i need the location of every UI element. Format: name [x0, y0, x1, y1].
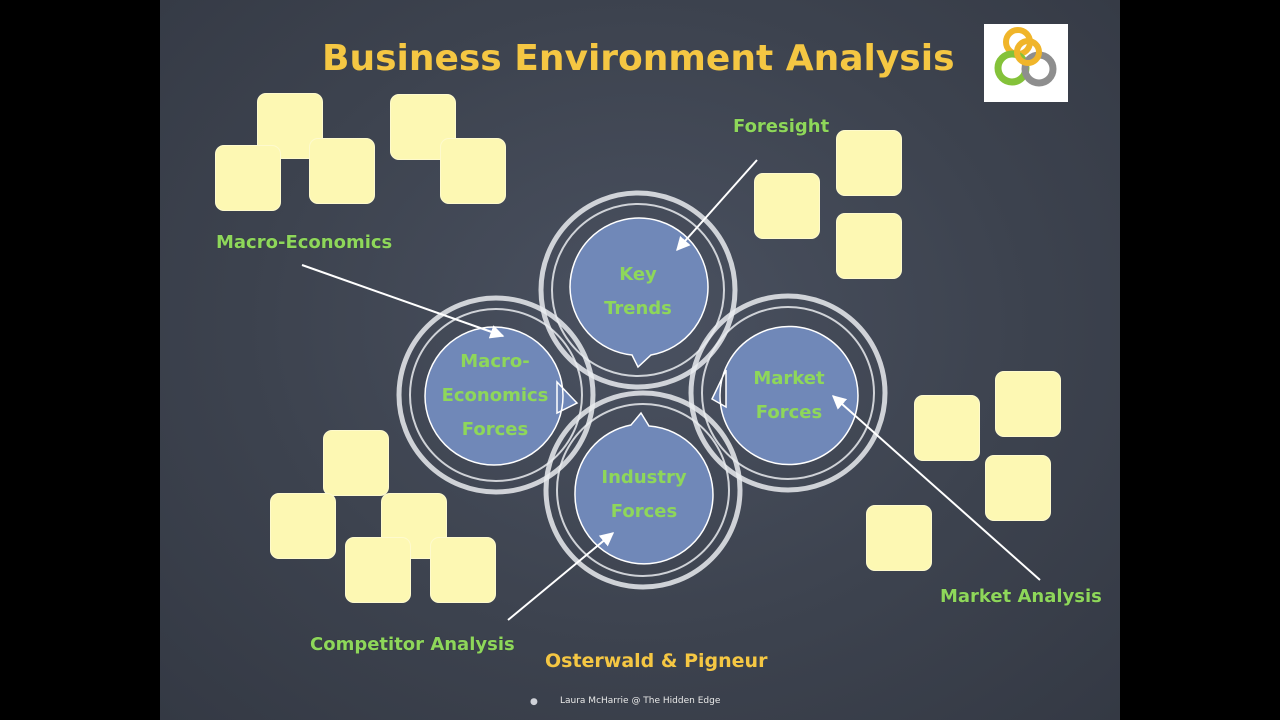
industry-forces-line-1: Industry	[601, 467, 687, 488]
ring-key-trends-outer	[538, 190, 738, 390]
sticky-note	[309, 138, 375, 204]
macro-forces-line-2: Economics	[441, 385, 549, 406]
interlocking-rings-logo	[984, 24, 1068, 102]
sticky-note	[836, 130, 902, 196]
sticky-note	[323, 430, 389, 496]
ring-market-inner	[701, 306, 875, 480]
sticky-note	[866, 505, 932, 571]
macro-forces-label: Macro- Economics Forces	[430, 345, 560, 447]
arrow-foresight	[676, 159, 758, 252]
macro-economics-label: Macro-Economics	[216, 232, 393, 253]
macro-forces-line-1: Macro-	[460, 351, 530, 372]
page-title: Business Environment Analysis	[322, 38, 955, 79]
arrow-competitor	[507, 532, 615, 621]
logo-icon	[994, 27, 1057, 87]
circle-macro-forces	[424, 326, 579, 466]
ring-macro-inner	[409, 308, 583, 482]
ring-industry-inner	[556, 403, 730, 577]
market-analysis-label: Market Analysis	[940, 586, 1102, 607]
key-trends-line-2: Trends	[604, 298, 672, 319]
arrow-macro	[301, 264, 505, 339]
sticky-note	[995, 371, 1061, 437]
sticky-note	[985, 455, 1051, 521]
market-forces-line-2: Forces	[755, 402, 823, 423]
sticky-note	[754, 173, 820, 239]
industry-forces-line-2: Forces	[610, 501, 678, 522]
market-forces-label: Market Forces	[734, 362, 844, 430]
ring-macro-outer	[396, 295, 596, 495]
circle-key-trends	[569, 217, 709, 369]
chalkboard-slide: Key Trends Market Forces Industry Forces…	[160, 0, 1120, 720]
macro-forces-line-3: Forces	[461, 419, 529, 440]
sticky-note	[270, 493, 336, 559]
industry-forces-label: Industry Forces	[589, 461, 699, 529]
source-credit: Osterwald & Pigneur	[545, 650, 768, 672]
ring-market-outer	[688, 293, 888, 493]
sticky-note	[440, 138, 506, 204]
market-forces-line-1: Market	[753, 368, 825, 389]
key-trends-line-1: Key	[619, 264, 657, 285]
footer-bullet-icon: ●	[530, 697, 538, 707]
arrow-market	[831, 395, 1041, 581]
competitor-analysis-label: Competitor Analysis	[310, 634, 515, 655]
sticky-note	[914, 395, 980, 461]
key-trends-label: Key Trends	[588, 258, 688, 326]
circle-industry-forces	[574, 411, 714, 565]
sticky-note	[430, 537, 496, 603]
ring-key-trends-inner	[551, 203, 725, 377]
sticky-note	[345, 537, 411, 603]
foresight-label: Foresight	[733, 116, 830, 137]
footer-credit: Laura McHarrie @ The Hidden Edge	[560, 696, 721, 706]
ring-industry-outer	[543, 390, 743, 590]
circle-market-forces	[711, 325, 859, 466]
sticky-note	[836, 213, 902, 279]
sticky-note	[215, 145, 281, 211]
four-circle-diagram	[301, 159, 1041, 621]
